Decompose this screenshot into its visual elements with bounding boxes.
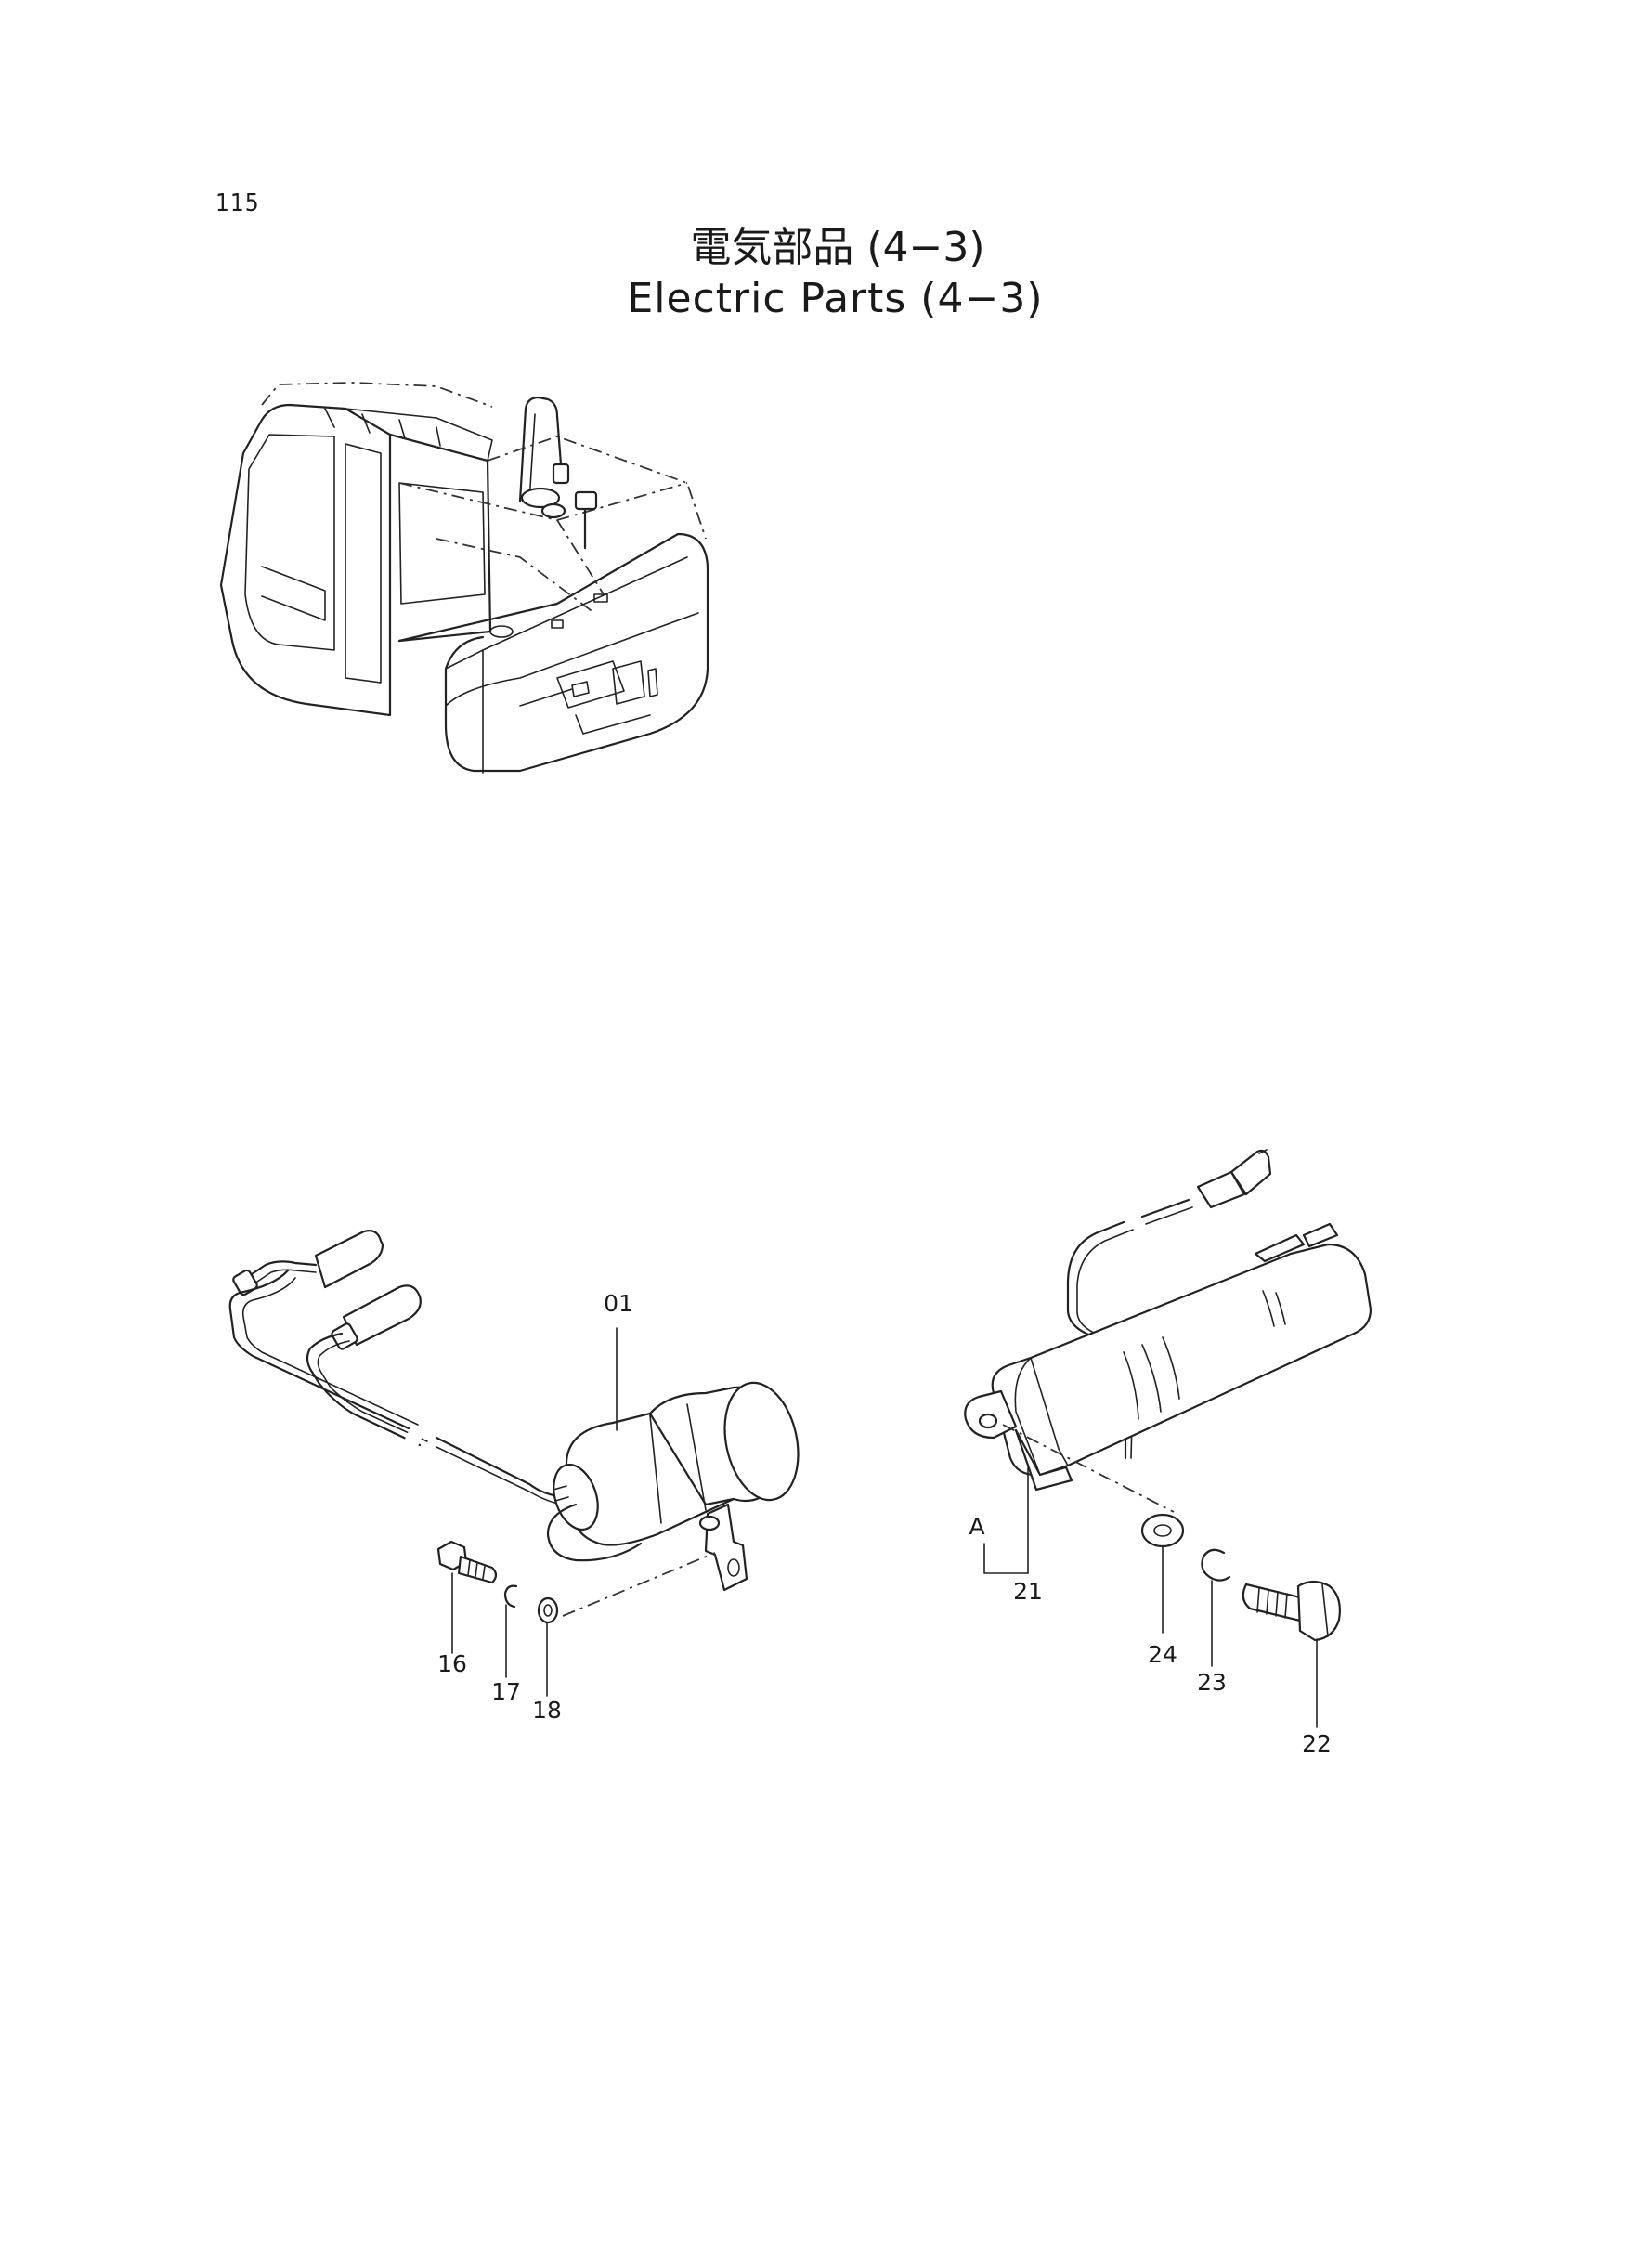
callout-leaders [451,1327,1318,1728]
page-title-japanese: 電気部品 (4−3) [690,224,985,271]
callout-A: A [969,1513,984,1540]
part-01-assembly [228,1230,800,1617]
bolt-16 [436,1540,498,1584]
spring-washer-23 [1201,1548,1231,1582]
callout-21: 21 [1013,1578,1043,1605]
callout-23: 23 [1197,1669,1227,1696]
excavator-overview-illustration [219,382,709,774]
washer-17 [503,1584,518,1609]
page-number: 115 [215,189,260,217]
callout-01: 01 [604,1290,633,1317]
washer-18 [537,1596,559,1624]
callout-16: 16 [437,1650,467,1677]
callout-22: 22 [1302,1730,1332,1757]
page-title-english: Electric Parts (4−3) [627,275,1044,322]
callout-17: 17 [491,1678,521,1705]
bolt-22 [1242,1580,1341,1642]
callout-24: 24 [1148,1641,1177,1668]
washer-24 [1140,1513,1185,1548]
callout-18: 18 [532,1697,562,1724]
part-21-lamp-assembly [964,1149,1372,1513]
